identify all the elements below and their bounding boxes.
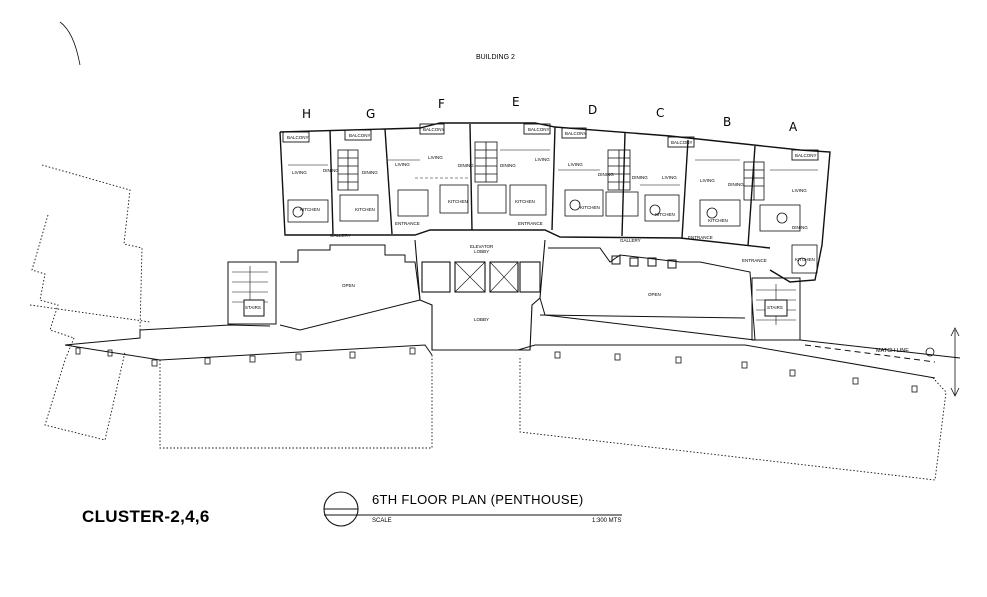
room-dining-a: DINING <box>792 225 808 230</box>
room-balcony-6: BALCONY <box>671 140 693 145</box>
service-blocks <box>287 184 818 274</box>
room-living-c: LIVING <box>662 175 677 180</box>
unit-label-e: E <box>512 95 520 109</box>
room-gallery-left: GALLERY <box>330 233 351 238</box>
stairs-right-label: STAIRS <box>767 305 783 310</box>
match-line-label: MATCH LINE <box>876 348 909 354</box>
match-line <box>804 344 936 363</box>
room-balcony-2: BALCONY <box>349 133 371 138</box>
room-living-d: LIVING <box>568 162 583 167</box>
room-living-a: LIVING <box>792 188 807 193</box>
open-left-label: OPEN <box>342 283 355 288</box>
room-dining-h: DINING <box>323 168 339 173</box>
room-balcony-7: BALCONY <box>795 153 817 158</box>
elevator-lobby-label: ELEVATOR LOBBY <box>470 244 494 254</box>
room-dining-c: DINING <box>632 175 648 180</box>
title-graphic <box>323 491 622 527</box>
lobby-label: LOBBY <box>474 317 490 322</box>
open-right-label: OPEN <box>648 292 661 297</box>
room-balcony-3: BALCONY <box>423 127 445 132</box>
room-balcony-4: BALCONY <box>528 127 550 132</box>
left-stair-tower <box>227 261 277 325</box>
unit-label-g: G <box>366 107 376 121</box>
room-kitchen-6: KITCHEN <box>655 212 675 217</box>
room-dining-g: DINING <box>362 170 378 175</box>
unit-label-b: B <box>723 115 732 129</box>
unit-label-a: A <box>789 120 798 134</box>
unit-label-d: D <box>588 103 598 117</box>
adjacent-building-left <box>29 164 947 481</box>
room-balcony-1: BALCONY <box>287 135 309 140</box>
corner-mark <box>59 21 81 66</box>
open-terrace-right <box>539 247 756 341</box>
unit-label-c: C <box>656 106 665 120</box>
central-core <box>414 239 546 351</box>
podium-outline <box>64 314 961 379</box>
room-kitchen-3: KITCHEN <box>448 199 468 204</box>
room-living-h: LIVING <box>292 170 307 175</box>
room-dining-f: DINING <box>458 163 474 168</box>
balconies <box>282 123 819 161</box>
room-kitchen-5: KITCHEN <box>580 205 600 210</box>
room-entrance-4: ENTRANCE <box>742 258 767 263</box>
room-kitchen-1: KITCHEN <box>300 207 320 212</box>
room-kitchen-7: KITCHEN <box>708 218 728 223</box>
room-living-e: LIVING <box>535 157 550 162</box>
stairs-left-label: STAIRS <box>245 305 261 310</box>
room-balcony-5: BALCONY <box>565 131 587 136</box>
partitions <box>288 149 818 186</box>
scale-label: SCALE <box>372 518 392 524</box>
columns <box>75 347 918 393</box>
open-terrace-left <box>279 244 421 331</box>
room-living-b: LIVING <box>700 178 715 183</box>
room-kitchen-2: KITCHEN <box>355 207 375 212</box>
match-line-marker <box>925 347 935 357</box>
room-living-g: LIVING <box>395 162 410 167</box>
stair-cores <box>337 141 765 201</box>
unit-label-f: F <box>438 97 445 111</box>
room-dining-e: DINING <box>500 163 516 168</box>
right-stair-tower <box>751 277 801 341</box>
room-dining-d: DINING <box>598 172 614 177</box>
floor-plan-title: 6TH FLOOR PLAN (PENTHOUSE) <box>372 492 584 507</box>
cluster-title: CLUSTER-2,4,6 <box>82 507 210 526</box>
match-arrows <box>950 327 960 397</box>
room-entrance-3: ENTRANCE <box>688 235 713 240</box>
room-dining-b: DINING <box>728 182 744 187</box>
room-entrance-1: ENTRANCE <box>395 221 420 226</box>
room-entrance-2: ENTRANCE <box>518 221 543 226</box>
unit-label-h: H <box>302 107 312 121</box>
room-kitchen-4: KITCHEN <box>515 199 535 204</box>
room-gallery-right: GALLERY <box>620 238 641 243</box>
room-kitchen-8: KITCHEN <box>795 257 815 262</box>
building-label: BUILDING 2 <box>476 54 515 61</box>
scale-value: 1:300 MTS <box>592 518 622 524</box>
room-living-f: LIVING <box>428 155 443 160</box>
